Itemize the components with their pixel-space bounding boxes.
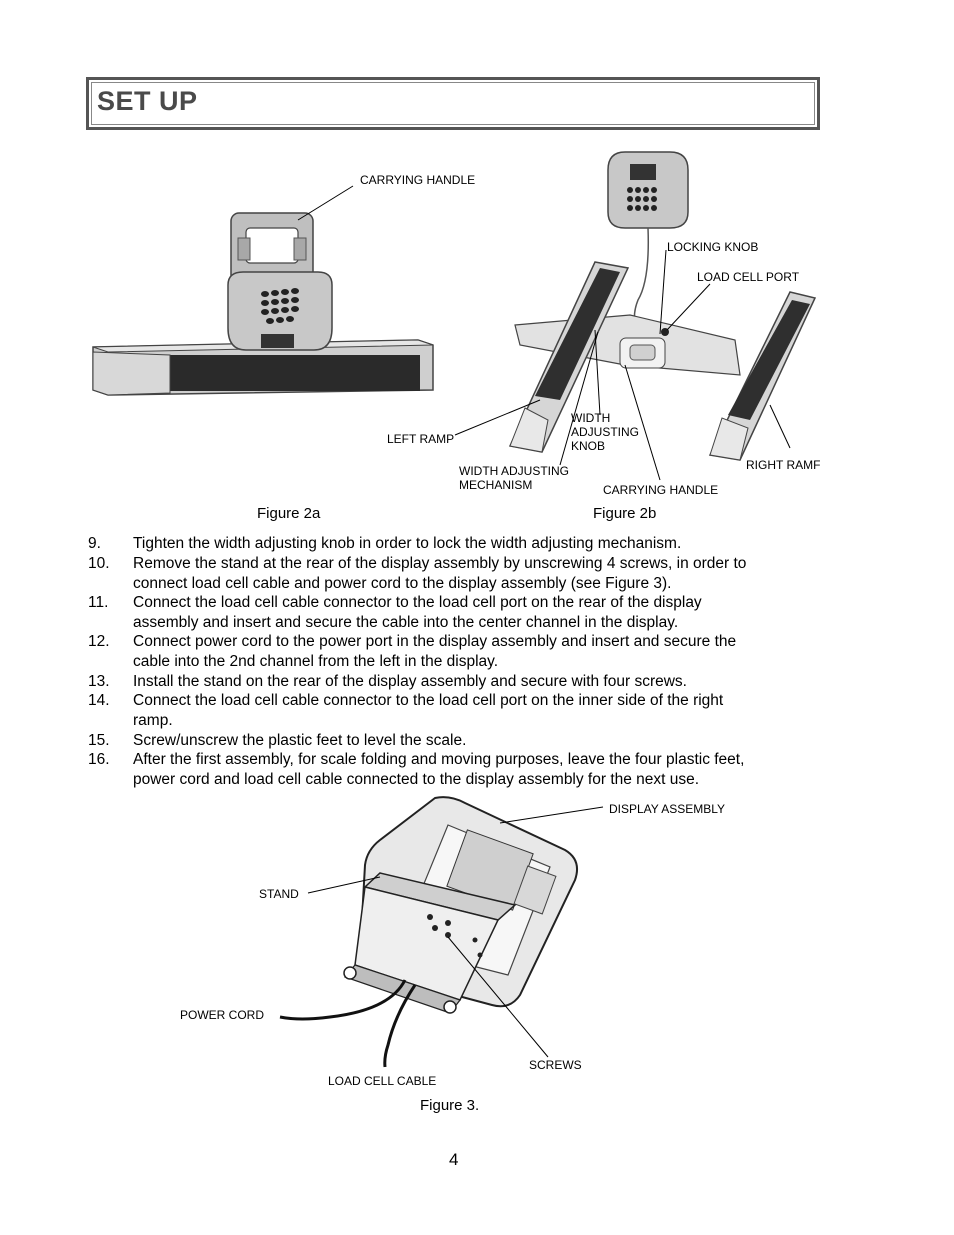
step-number: 11.: [88, 594, 109, 611]
step-text: cable into the 2nd channel from the left…: [133, 652, 499, 670]
step-number: 13.: [88, 673, 110, 690]
section-header: SET UP: [86, 77, 820, 130]
step-number: 16.: [88, 751, 110, 768]
step-text: power cord and load cell cable connected…: [133, 770, 700, 788]
step-text: Connect the load cell cable connector to…: [133, 692, 724, 709]
label-carrying-handle-2b: CARRYING HANDLE: [603, 483, 719, 497]
label-carrying-handle-2a: CARRYING HANDLE: [360, 173, 476, 187]
label-power-cord: POWER CORD: [180, 1008, 264, 1022]
step-number: 10.: [88, 555, 110, 572]
step-number: 14.: [88, 692, 110, 709]
step-text: connect load cell cable and power cord t…: [133, 574, 672, 592]
figure-2b-caption: Figure 2b: [593, 505, 657, 522]
step-text: Connect power cord to the power port in …: [133, 633, 737, 650]
label-screws: SCREWS: [529, 1058, 582, 1072]
step-number: 12.: [88, 633, 110, 650]
label-width-adjusting-knob-3: KNOB: [571, 439, 606, 453]
step-text: ramp.: [133, 711, 173, 729]
step-text: assembly and insert and secure the cable…: [133, 613, 679, 631]
label-left-ramp: LEFT RAMP: [387, 432, 455, 446]
label-width-mechanism-1: WIDTH ADJUSTING: [459, 464, 569, 478]
section-header-inner: [91, 82, 815, 125]
step-number: 15.: [88, 732, 110, 749]
label-width-adjusting-knob-1: WIDTH: [571, 411, 611, 425]
step-text: Connect the load cell cable connector to…: [133, 594, 702, 611]
step-text: Tighten the width adjusting knob in orde…: [133, 535, 682, 552]
label-locking-knob: LOCKING KNOB: [667, 240, 759, 254]
step-text: After the first assembly, for scale fold…: [133, 751, 745, 768]
figure-2b-illustration: [454, 151, 817, 481]
label-display-assembly: DISPLAY ASSEMBLY: [609, 802, 726, 816]
step-text: Screw/unscrew the plastic feet to level …: [133, 732, 467, 749]
label-right-ramp: RIGHT RAMF: [746, 458, 821, 472]
figure-2a-caption: Figure 2a: [257, 505, 321, 522]
label-stand: STAND: [259, 887, 299, 901]
label-load-cell-cable: LOAD CELL CABLE: [328, 1074, 437, 1088]
label-width-mechanism-2: MECHANISM: [459, 478, 533, 492]
step-text: Remove the stand at the rear of the disp…: [133, 555, 747, 572]
label-load-cell-port: LOAD CELL PORT: [697, 270, 800, 284]
figure-3-caption: Figure 3.: [420, 1097, 480, 1114]
figure-3-illustration: [279, 796, 604, 1068]
step-text: Install the stand on the rear of the dis…: [133, 673, 687, 690]
figure-2a-illustration: [92, 185, 434, 396]
label-width-adjusting-knob-2: ADJUSTING: [571, 425, 640, 439]
page-number: 4: [449, 1150, 459, 1169]
step-number: 9.: [88, 535, 101, 552]
section-title: SET UP: [97, 86, 198, 116]
